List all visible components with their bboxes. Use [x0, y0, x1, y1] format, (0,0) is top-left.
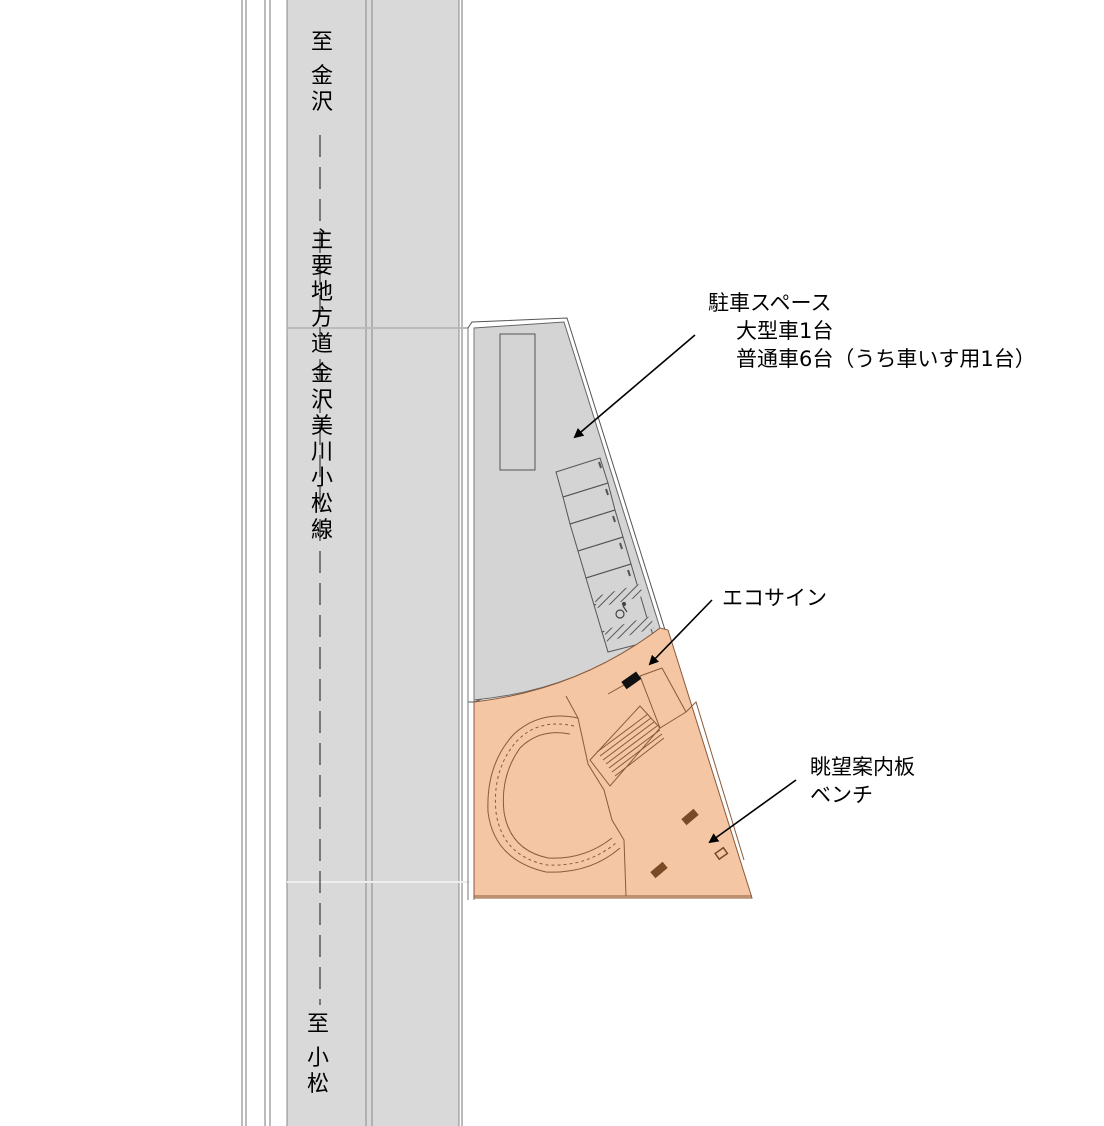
road-char: 金 [310, 362, 333, 387]
road-char: 線 [310, 518, 333, 543]
bus-parking-space [499, 333, 536, 471]
callout-arrows [573, 334, 797, 844]
road-char: 道 [310, 332, 333, 357]
road-char: 地 [310, 280, 333, 305]
road-char: 小 [310, 466, 333, 491]
parking-title: 駐車スペース [708, 291, 832, 315]
road-char: 松 [306, 1072, 329, 1097]
wheelchair-icon [615, 601, 628, 619]
parking-lot [467, 317, 666, 900]
parking-large-vehicles: 大型車1台 [736, 319, 834, 343]
road-edge-lines [241, 0, 463, 1126]
parking-callout: 駐車スペース 大型車1台 普通車6台（うち車いす用1台） [708, 289, 1036, 373]
road-label-to-komatsu: 至 小 松 [303, 1012, 333, 1098]
road-char: 主 [310, 228, 333, 253]
accessible-hatch-lower [604, 616, 654, 642]
road-char: 至 [310, 30, 333, 55]
road-char: 松 [310, 492, 333, 517]
eco-sign [621, 671, 642, 690]
eco-sign-callout: エコサイン [722, 584, 827, 612]
road-char: 美 [310, 414, 333, 439]
road-char: 要 [310, 254, 333, 279]
road-char: 沢 [310, 90, 333, 115]
arrow-icon [648, 599, 713, 666]
car-stop-marks [598, 461, 631, 577]
road-label-to-kanazawa: 至 金 沢 [307, 30, 337, 116]
road-name-label: 主 要 地 方 道 金 沢 美 川 小 松 線 [307, 228, 337, 544]
viewpoint-callout: 眺望案内板 ベンチ [810, 753, 915, 809]
road-char: 至 [306, 1012, 329, 1037]
arrow-icon [708, 779, 797, 844]
bench-label: ベンチ [810, 783, 873, 807]
arrow-icon [573, 334, 696, 439]
accessible-hatch-upper [594, 584, 643, 608]
eco-sign-label: エコサイン [722, 586, 827, 610]
road-char: 沢 [310, 388, 333, 413]
stairs [596, 713, 665, 777]
main-road [286, 0, 470, 1126]
viewpoint-plaza [473, 627, 753, 899]
road-char: 方 [310, 306, 333, 331]
road-char: 川 [310, 440, 333, 465]
parking-regular-vehicles: 普通車6台（うち車いす用1台） [736, 347, 1036, 371]
road-char: 金 [310, 64, 333, 89]
bench-2 [650, 861, 668, 879]
bench-1 [681, 808, 699, 826]
viewpoint-guide-label: 眺望案内板 [810, 755, 915, 779]
road-char: 小 [306, 1046, 329, 1071]
viewpoint-guide-board [714, 846, 729, 861]
